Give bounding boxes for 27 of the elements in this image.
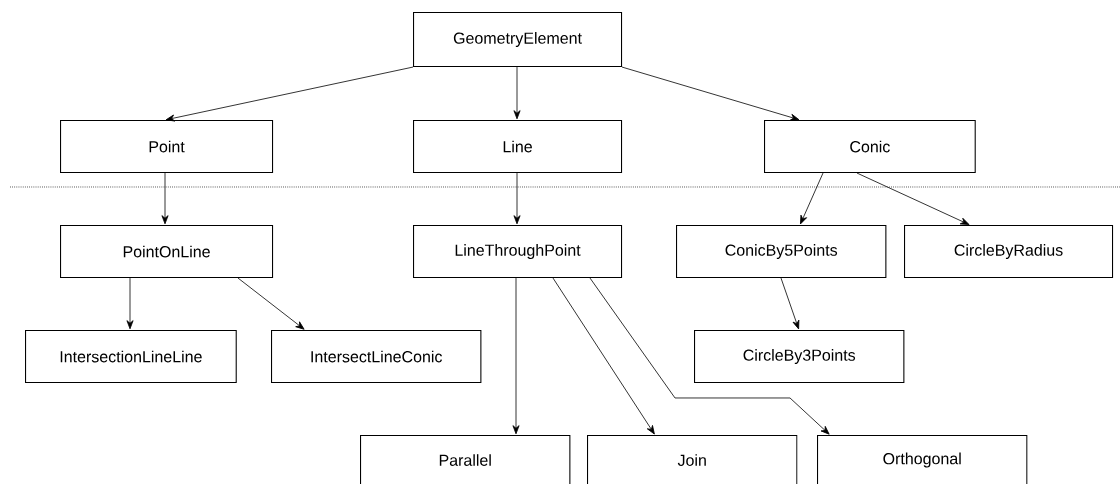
class-box: Point (60, 120, 274, 174)
arrow (589, 277, 830, 435)
arrow (552, 277, 655, 435)
arrow (512, 277, 520, 435)
class-box: LineThroughPoint (413, 225, 623, 279)
class-box: CircleByRadius (904, 225, 1114, 279)
class-box: Orthogonal (817, 435, 1028, 484)
class-box: Conic (764, 120, 976, 174)
arrow (856, 172, 970, 225)
arrow (780, 277, 800, 330)
class-box: IntersectLineConic (271, 330, 482, 384)
class-box: IntersectionLineLine (25, 330, 237, 384)
class-box: Join (587, 435, 798, 484)
class-box: ConicBy5Points (676, 225, 887, 279)
arrow (126, 277, 134, 330)
class-box: PointOnLine (60, 225, 274, 279)
arrow (513, 66, 521, 120)
class-box: Line (413, 120, 623, 174)
class-box: CircleBy3Points (694, 330, 905, 384)
arrow (237, 277, 305, 330)
class-box: Parallel (360, 435, 571, 484)
arrow (513, 172, 521, 225)
arrow (165, 66, 414, 122)
arrow (800, 172, 824, 225)
arrow (621, 66, 800, 121)
arrow (161, 172, 169, 225)
class-box: GeometryElement (413, 12, 623, 68)
